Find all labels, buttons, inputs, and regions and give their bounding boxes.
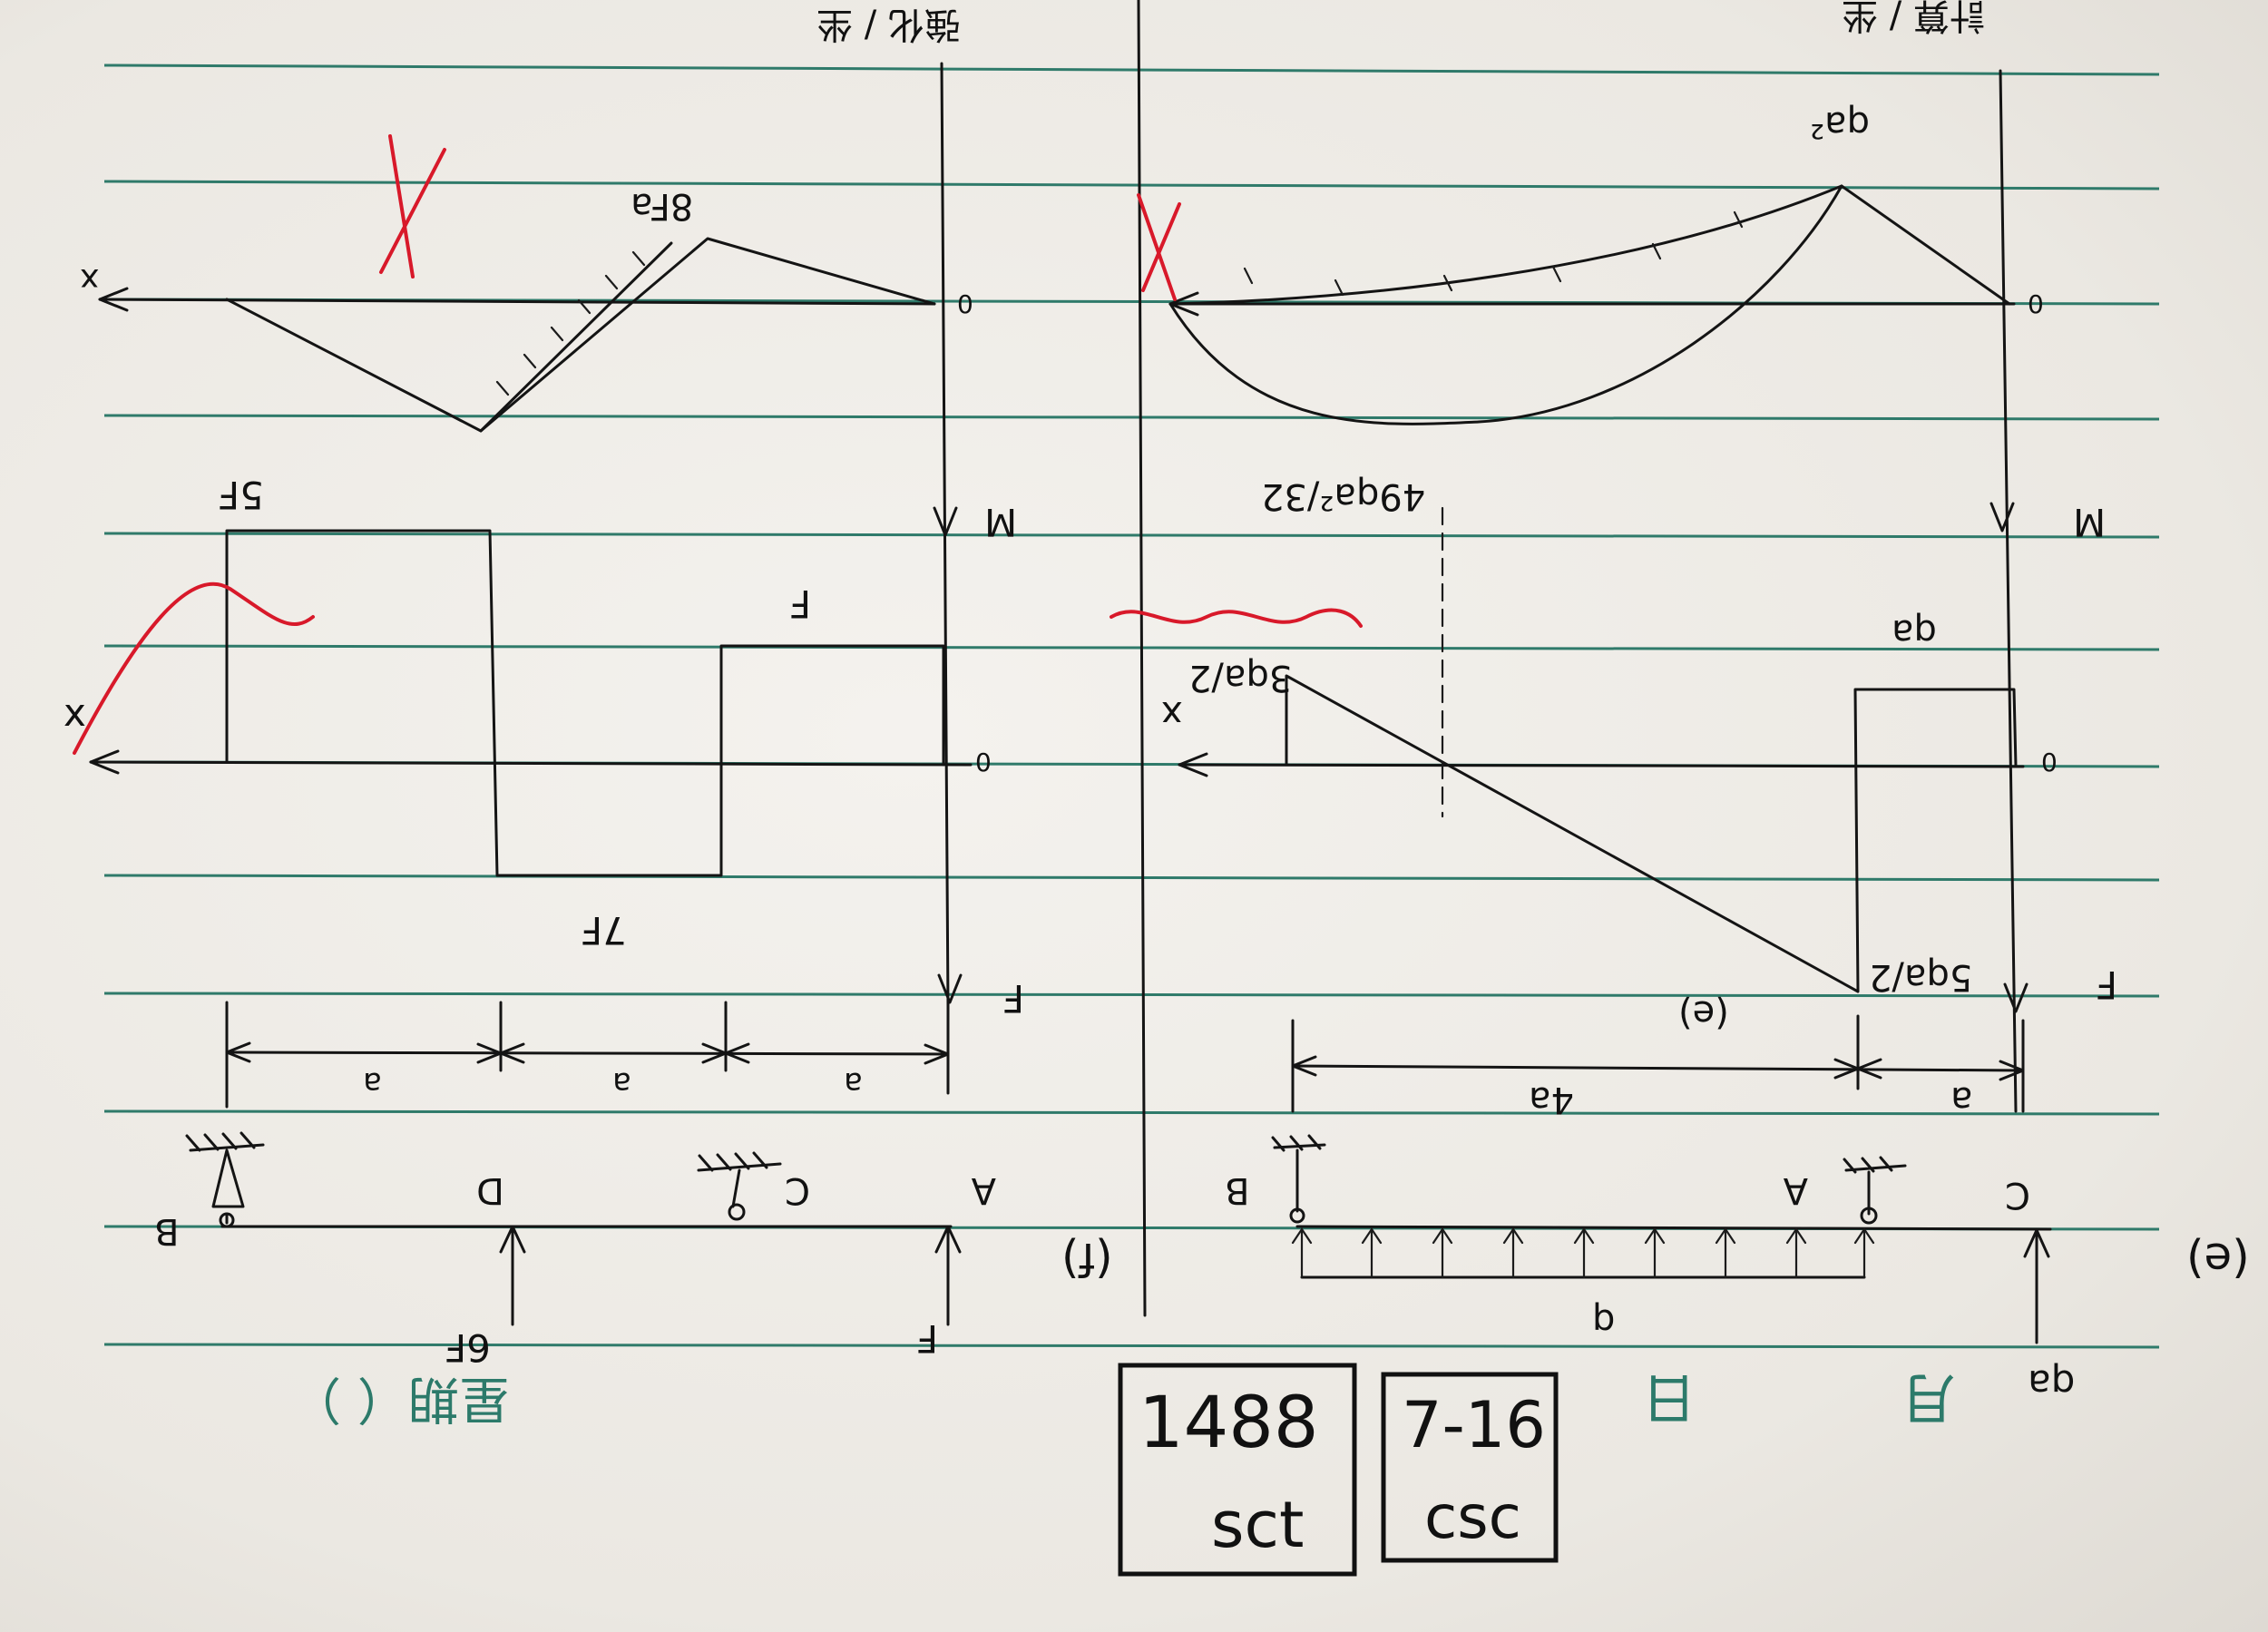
- shear-origin-label: 0: [975, 748, 992, 777]
- support-label-d: D: [476, 1169, 504, 1211]
- diagram-e-marker: (e): [1678, 992, 1729, 1034]
- footer-box-2: [1381, 1372, 1559, 1563]
- span-label-3: a: [844, 1065, 863, 1101]
- support-label-c: C: [2005, 1174, 2030, 1216]
- moment-label-49qa2-32: 49qa²/32: [1261, 475, 1425, 517]
- shear-axis-f-label: F: [2096, 963, 2117, 1007]
- shear-label-3qa-2: 3qa/2: [1188, 657, 1292, 699]
- footer-box-1: [1118, 1363, 1357, 1577]
- shear-label-f: F: [789, 581, 811, 626]
- distributed-load-label: q: [1592, 1301, 1615, 1343]
- shear-label-5f: 5F: [218, 473, 264, 517]
- moment-origin-label: 0: [957, 289, 973, 319]
- footer-weekday: 星期（ ）: [290, 1369, 510, 1428]
- right-header-note: 計算 / 坐: [1842, 0, 1986, 36]
- span-label-1: a: [363, 1065, 382, 1101]
- point-load-label: qa: [2028, 1362, 2075, 1406]
- span-label-2: a: [612, 1065, 631, 1101]
- support-label-b: B: [154, 1210, 179, 1252]
- footer-box-2-top: 7-16: [1402, 1388, 1546, 1462]
- diagram-f-tag: (f): [1061, 1233, 1113, 1285]
- page-divider: [1137, 0, 1147, 1317]
- moment-label-8fa: 8Fa: [631, 185, 693, 227]
- left-header-note: 強化 / 坐: [816, 4, 961, 45]
- span-label-a: a: [1950, 1079, 1973, 1120]
- diagram-e-tag: (e): [2186, 1233, 2250, 1285]
- moment-axis-x-label: x: [80, 261, 99, 298]
- support-label-a: A: [1783, 1169, 1808, 1211]
- load-label-6f: 6F: [445, 1325, 491, 1370]
- shear-label-5qa-2: 5qa/2: [1869, 956, 1972, 998]
- shear-label-7f: 7F: [581, 908, 627, 953]
- moment-label-qa2: qa²: [1810, 103, 1870, 145]
- footer-box-2-bottom: csc: [1424, 1482, 1521, 1552]
- footer-box-1-top: 1488: [1139, 1383, 1319, 1464]
- moment-axis-m-label: M: [2073, 500, 2106, 544]
- footer-month: 月: [1901, 1365, 1955, 1429]
- support-label-a: A: [971, 1169, 996, 1211]
- diagram-e: [1110, 69, 2052, 1344]
- moment-axis-m-label: M: [984, 500, 1017, 544]
- load-label-f: F: [916, 1316, 938, 1361]
- support-label-b: B: [1225, 1169, 1249, 1211]
- shear-label-qa: qa: [1892, 611, 1937, 653]
- span-label-4a: 4a: [1529, 1079, 1574, 1120]
- footer-box-1-bottom: sct: [1211, 1488, 1304, 1562]
- shear-axis-x-label: x: [64, 690, 86, 735]
- shear-origin-label: 0: [2041, 748, 2058, 777]
- footer-day: 日: [1642, 1365, 1696, 1429]
- ruled-lines: [103, 64, 2160, 1349]
- shear-axis-f-label: F: [1002, 976, 1024, 1021]
- moment-origin-label: 0: [2028, 289, 2044, 319]
- diagram-f: [73, 62, 973, 1326]
- support-label-c: C: [785, 1169, 810, 1211]
- shear-axis-x-label: x: [1161, 693, 1183, 735]
